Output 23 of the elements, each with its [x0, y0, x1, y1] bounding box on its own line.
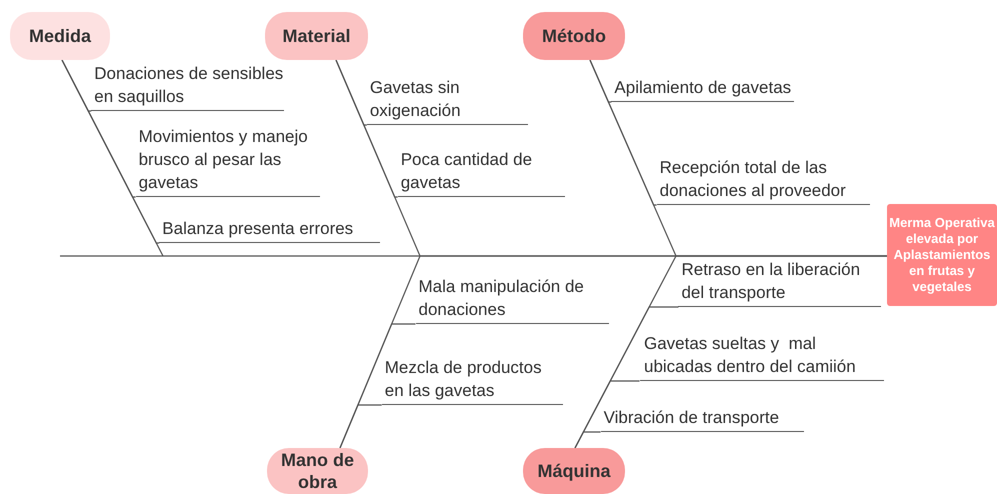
category-label: Método	[523, 12, 625, 60]
cause-text: Apilamiento de gavetas	[611, 75, 794, 102]
cause-text: Balanza presenta errores	[159, 216, 380, 243]
cause-text: Mala manipulación de donaciones	[416, 274, 608, 324]
fishbone-line	[574, 431, 601, 448]
category-label: Material	[265, 12, 368, 60]
category-label: Medida	[10, 12, 110, 60]
fishbone-line	[589, 60, 657, 206]
cause-text: Poca cantidad de gavetas	[398, 147, 565, 197]
cause-text: Gavetas sueltas y mal ubicadas dentro del camiión	[640, 331, 884, 381]
fishbone-line	[339, 404, 382, 448]
cause-text: Gavetas sin oxigenación	[366, 75, 528, 125]
cause-text: Donaciones de sensibles en saquillos	[91, 61, 284, 111]
cause-text: Vibración de transporte	[600, 405, 804, 432]
cause-text: Retraso en la liberación del transporte	[678, 257, 882, 307]
category-label: Máquina	[523, 448, 625, 494]
category-label: Mano de obra	[267, 448, 368, 494]
problem-box: Merma Operativa elevada por Aplastamientos en frutas y vegetales	[887, 204, 997, 306]
cause-text: Mezcla de productos en las gavetas	[382, 355, 563, 405]
fishbone-line	[61, 60, 160, 244]
fishbone-line	[335, 60, 398, 198]
cause-text: Recepción total de las donaciones al proveedor	[656, 155, 870, 205]
cause-text: Movimientos y manejo brusco al pesar las gavetas	[136, 124, 320, 197]
